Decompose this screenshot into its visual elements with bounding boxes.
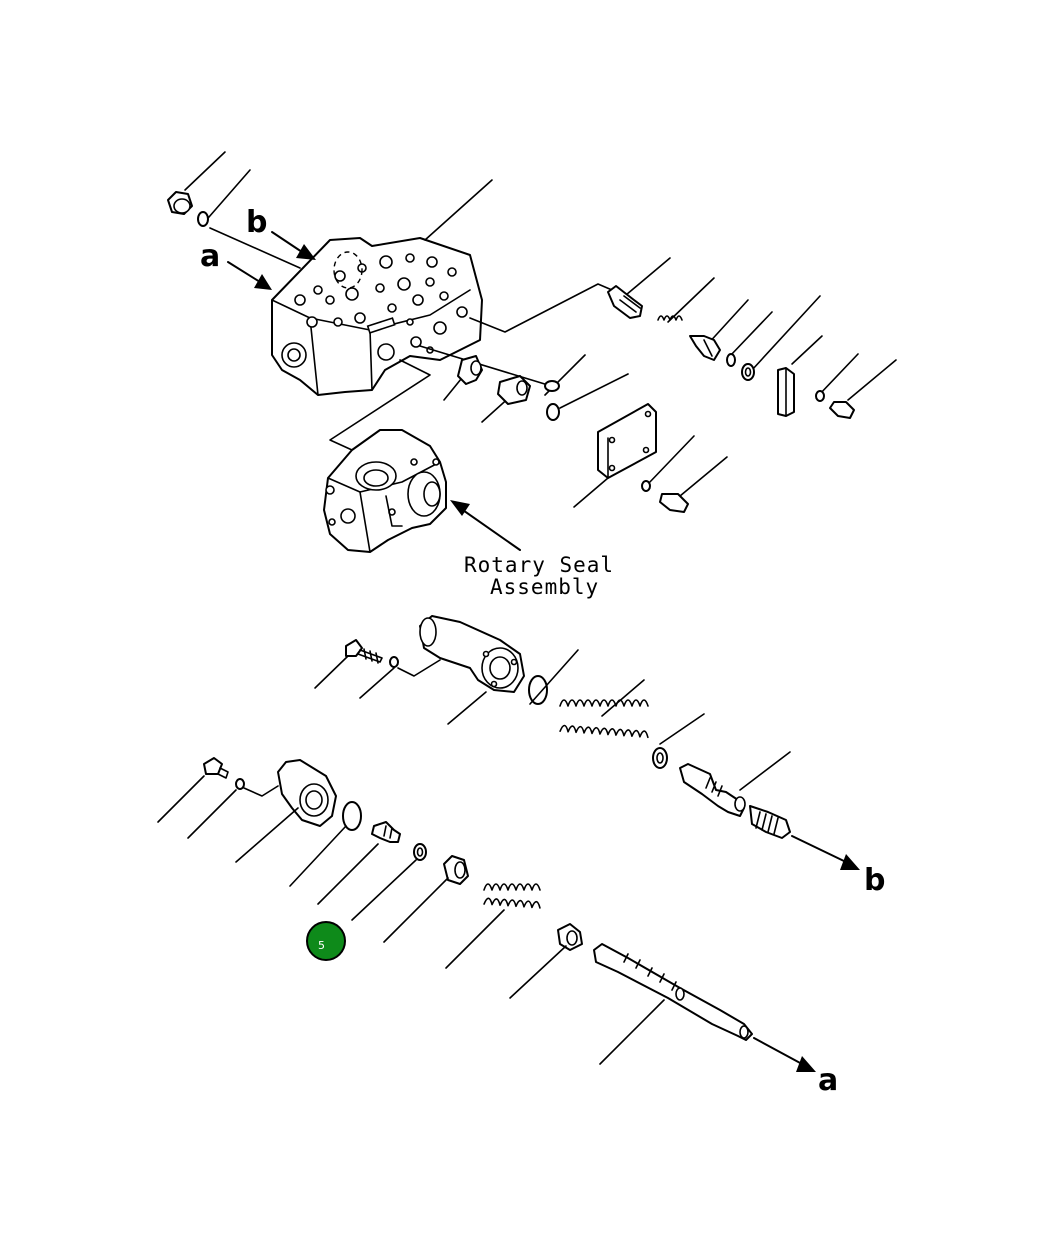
ref-label-a-bottom: a	[818, 1063, 838, 1098]
ref-label-b-bottom: b	[864, 863, 885, 898]
middle-assembly	[314, 615, 791, 839]
ref-label-a-top: a	[200, 239, 220, 274]
ref-arrow-a-bottom	[753, 1037, 816, 1072]
top-small-parts	[167, 191, 855, 513]
callout-marker-5[interactable]: 5	[306, 921, 346, 961]
rotary-seal-pointer	[450, 500, 521, 551]
ref-label-b-top: b	[246, 205, 267, 240]
caption-line-1: Rotary Seal	[464, 553, 614, 577]
ref-arrows-top	[227, 231, 316, 290]
rotary-seal-housing	[323, 429, 447, 553]
valve-body	[271, 237, 483, 396]
caption-line-2: Assembly	[490, 575, 599, 599]
bottom-assembly	[157, 757, 753, 1065]
ref-arrow-b-bottom	[791, 835, 860, 870]
